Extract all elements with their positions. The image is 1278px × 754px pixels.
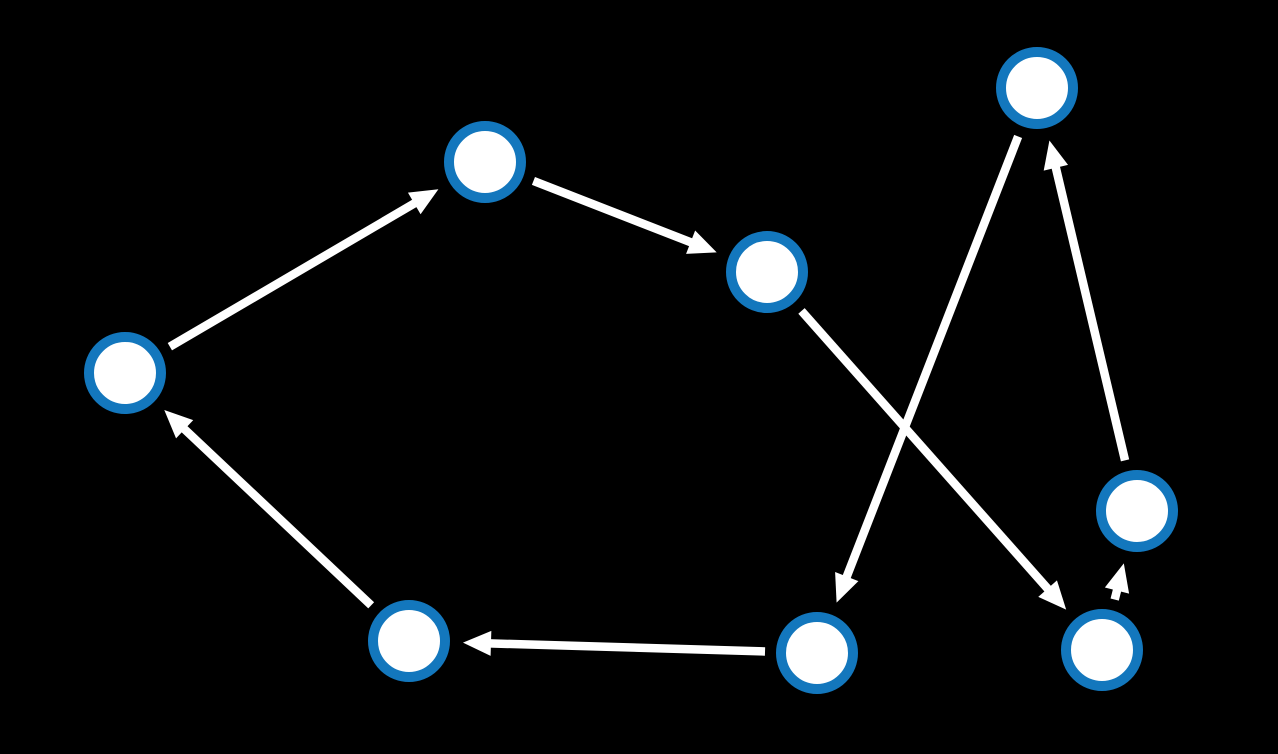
arrowhead-icon — [835, 572, 859, 603]
graph-edge-bottom-left-to-left — [164, 410, 375, 609]
arrowhead-icon — [1038, 580, 1067, 610]
graph-node-bottom-right[interactable] — [1061, 609, 1143, 691]
edge-line — [531, 176, 695, 247]
graph-node-top-right[interactable] — [996, 47, 1078, 129]
graph-node-upper-middle[interactable] — [726, 231, 808, 313]
graph-edge-left-to-upper-left — [167, 189, 439, 351]
edge-line — [798, 308, 1053, 593]
graph-edge-upper-left-to-upper-middle — [531, 176, 717, 254]
graph-edge-bottom-right-to-right — [1104, 563, 1130, 601]
graph-edge-bottom-middle-to-bottom-left — [462, 630, 766, 656]
graph-node-bottom-left[interactable] — [368, 600, 450, 682]
edge-line — [167, 198, 419, 351]
graph-node-upper-left[interactable] — [444, 121, 526, 203]
graph-node-bottom-middle[interactable] — [776, 612, 858, 694]
edge-line — [1051, 164, 1130, 462]
graph-node-left[interactable] — [84, 332, 166, 414]
edge-line — [488, 639, 766, 656]
graph-node-right[interactable] — [1096, 470, 1178, 552]
arrowhead-icon — [686, 230, 717, 254]
edge-line — [180, 424, 375, 609]
arrowhead-icon — [164, 410, 194, 439]
arrowhead-icon — [407, 189, 439, 215]
edge-line — [842, 134, 1023, 580]
arrowhead-icon — [1043, 140, 1069, 171]
arrowhead-icon — [1104, 563, 1130, 594]
graph-edge-right-to-top-right — [1043, 140, 1130, 462]
graph-edge-upper-middle-to-bottom-right — [798, 308, 1067, 610]
graph-edge-top-right-to-bottom-middle — [835, 134, 1023, 603]
arrowhead-icon — [462, 630, 492, 656]
